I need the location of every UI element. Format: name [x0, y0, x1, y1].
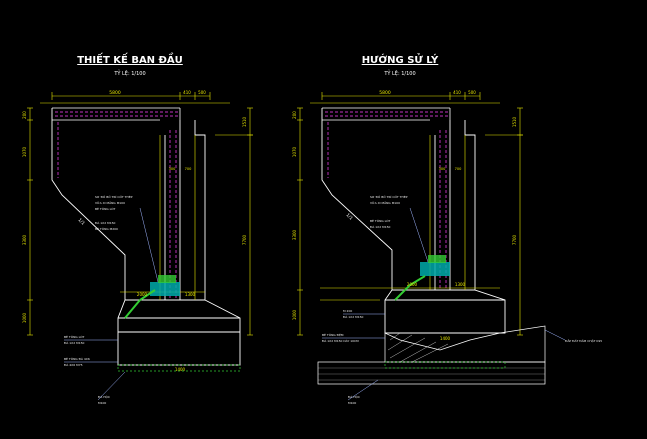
left-notes: SƠ ĐỒ BỐ TRÍ CỐT THÉP VỮA XI MĂNG M100 B…: [64, 194, 133, 405]
left-note-1: SƠ ĐỒ BỐ TRÍ CỐT THÉP: [95, 194, 133, 199]
left-top-dimension: [40, 92, 230, 104]
left-rubble: [124, 275, 180, 319]
left-slab: [52, 107, 181, 121]
right-rebar: [327, 122, 447, 290]
right-dim-center-a: 2000: [407, 282, 418, 287]
left-dim-left-top: 200: [22, 111, 27, 119]
left-note-6: BÊ TÔNG LÓT: [64, 334, 85, 339]
left-scale: TỶ LỆ: 1/100: [113, 69, 145, 77]
left-rebar: [57, 122, 177, 300]
right-panel: HƯỚNG SỬ LÝ TỶ LỆ: 1/100 5800 410 500: [292, 52, 602, 405]
right-dim-left-low: 1000: [292, 309, 297, 320]
left-dim-right-total: 7700: [242, 234, 247, 245]
left-note-11: M100: [98, 401, 106, 405]
left-dim-center-a: 2000: [137, 292, 148, 297]
right-slope-label: 1/1: [345, 212, 354, 221]
right-note-10: M100: [348, 401, 356, 405]
right-note-3: BÊ TÔNG LÓT: [370, 218, 391, 223]
left-dim-top-a: 410: [183, 90, 191, 95]
right-title: HƯỚNG SỬ LÝ: [362, 52, 439, 66]
right-dim-top-a: 410: [453, 90, 461, 95]
right-rubble: [394, 255, 450, 301]
right-note-11: ĐẮP ĐẤT ĐẦM CHẶT K95: [565, 338, 602, 343]
left-note-10: ĐÁ HỘC: [98, 394, 110, 399]
left-dim-top-b: 500: [198, 90, 206, 95]
left-dim-bottom: 1400: [175, 367, 186, 372]
left-slope-label: 1/1: [77, 217, 86, 226]
left-dim-stem-b: 700: [185, 167, 192, 171]
right-dim-bottom: 1400: [440, 336, 451, 341]
right-dim-top-total: 5800: [379, 90, 391, 96]
right-note-1: SƠ ĐỒ BỐ TRÍ CỐT THÉP: [370, 194, 408, 199]
right-dim-left-big: 3300: [292, 229, 297, 240]
left-dim-right-top: 1510: [242, 116, 247, 127]
left-title: THIẾT KẾ BAN ĐẦU: [77, 51, 183, 66]
left-dim-stem-a: 300: [169, 167, 176, 171]
right-notes: SƠ ĐỒ BỐ TRÍ CỐT THÉP VỮA XI MĂNG M100 B…: [322, 194, 602, 405]
left-side-dimension: [27, 107, 33, 336]
right-scale: TỶ LỆ: 1/100: [383, 69, 415, 77]
right-dim-right-top: 1510: [512, 116, 517, 127]
left-note-2: VỮA XI MĂNG M100: [95, 200, 125, 205]
right-leaders: [322, 207, 566, 401]
left-dim-left-low: 1000: [22, 312, 27, 323]
left-dim-left-mid: 1070: [22, 146, 27, 157]
left-dim-center-b: 1300: [185, 292, 196, 297]
left-dim-top-total: 5800: [109, 90, 121, 96]
right-slab: [322, 107, 451, 121]
right-note-2: VỮA XI MĂNG M100: [370, 200, 400, 205]
left-note-4: ĐÁ 1X2 M150: [95, 220, 116, 225]
left-note-3: BÊ TÔNG LÓT: [95, 206, 116, 211]
left-base: [117, 364, 241, 372]
right-dim-left-top: 200: [292, 111, 297, 119]
left-note-8: BÊ TÔNG ĐÁ 4X6: [64, 356, 90, 361]
left-leaders: [64, 207, 159, 401]
right-treatment-zone: [317, 325, 546, 385]
right-note-7: BÊ TÔNG ĐỆM: [322, 332, 344, 337]
right-dim-left-mid: 1070: [292, 146, 297, 157]
right-side-dimension: [297, 107, 303, 336]
right-dim-right-total: 7700: [512, 234, 517, 245]
right-top-dimension: [310, 92, 500, 104]
left-note-7: ĐÁ 1X2 M150: [64, 340, 85, 345]
left-right-dimension: [215, 107, 253, 336]
right-dim-top-b: 500: [468, 90, 476, 95]
right-right-dimension: [485, 107, 523, 336]
right-note-4: ĐÁ 1X2 M150: [370, 224, 391, 229]
left-note-9: ĐÁ 4X6 M75: [64, 362, 83, 367]
right-dim-stem-a: 300: [439, 167, 446, 171]
right-note-8: ĐÁ 1X2 M150 DÀY 10CM: [322, 338, 359, 343]
right-dim-stem-b: 700: [455, 167, 462, 171]
left-note-5: BÊ TÔNG M200: [95, 226, 118, 231]
right-note-9: ĐÁ HỘC: [348, 394, 360, 399]
right-note-5: M 200: [343, 309, 352, 313]
left-dim-left-big: 3300: [22, 234, 27, 245]
right-dim-center-b: 1300: [455, 282, 466, 287]
left-panel: THIẾT KẾ BAN ĐẦU TỶ LỆ: 1/100 5800 410 5…: [22, 51, 253, 405]
right-note-6: ĐÁ 1X2 M150: [343, 314, 364, 319]
